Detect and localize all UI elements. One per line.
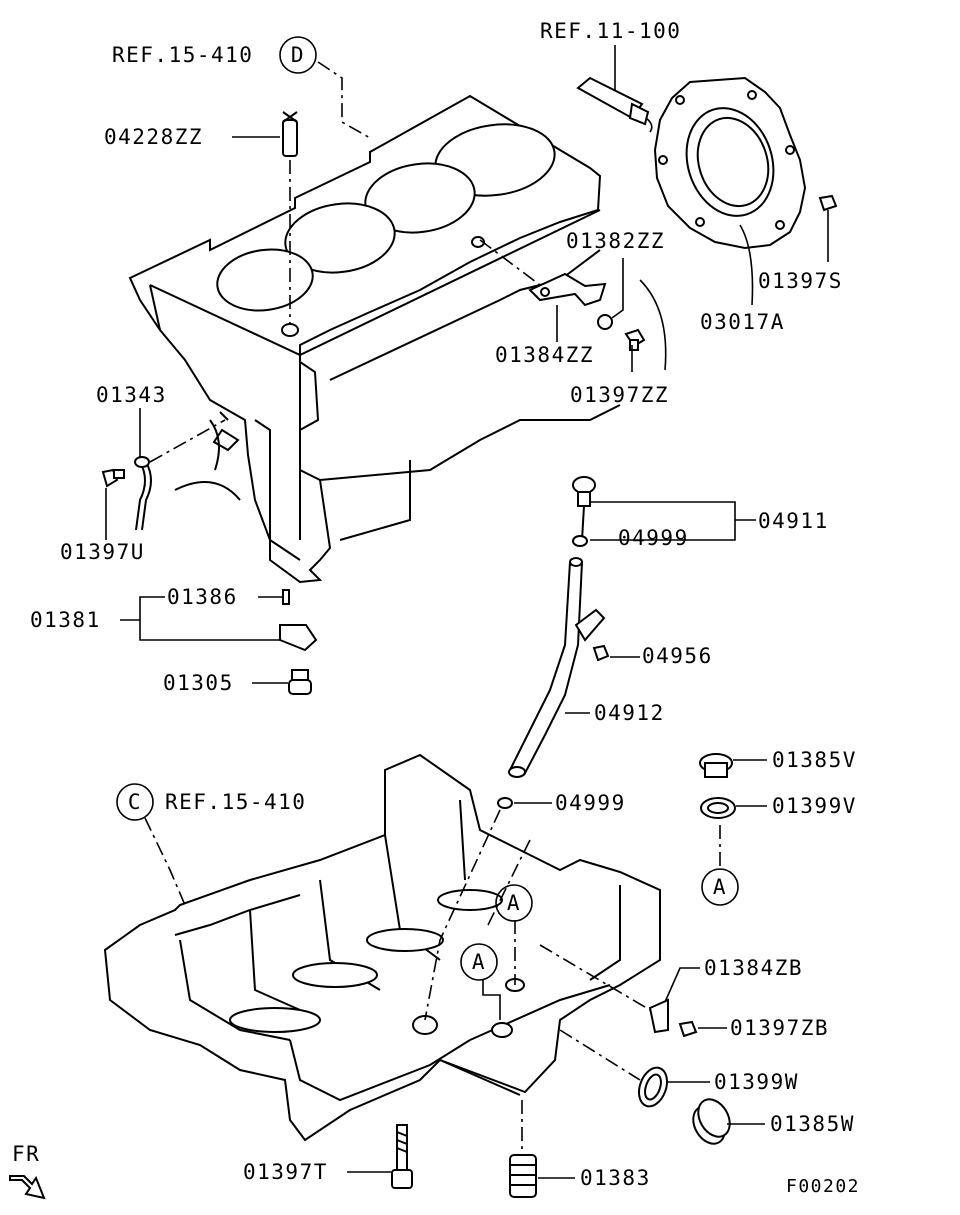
- part-01399v-gasket: [700, 797, 736, 819]
- marker-a-right-label: A: [713, 875, 727, 899]
- label-04228zz: 04228ZZ: [104, 125, 203, 149]
- part-01343-pipe: [134, 411, 240, 531]
- label-04999-bottom: 04999: [555, 791, 626, 815]
- front-direction-indicator: FR: [9, 1142, 46, 1200]
- label-01397s: 01397S: [758, 269, 843, 293]
- front-direction-label: FR: [12, 1142, 40, 1166]
- marker-a-right: A: [701, 868, 739, 906]
- part-01397s-bolt: [818, 194, 838, 212]
- label-01397zb: 01397ZB: [730, 1016, 829, 1040]
- marker-a-lower: A: [460, 943, 498, 981]
- marker-a-lower-label: A: [472, 950, 486, 974]
- part-01385w-plug: [692, 1098, 731, 1145]
- label-01399w: 01399W: [714, 1070, 799, 1094]
- ref-c-label: REF.15-410: [165, 790, 306, 814]
- label-01397u: 01397U: [60, 540, 145, 564]
- part-01386-pin: [282, 589, 290, 605]
- diagram-code: F00202: [786, 1176, 860, 1197]
- marker-a-upper: A: [495, 884, 533, 922]
- label-04912: 04912: [594, 701, 665, 725]
- label-01381: 01381: [30, 608, 101, 632]
- label-01384zb: 01384ZB: [704, 956, 803, 980]
- label-01305: 01305: [163, 671, 234, 695]
- part-01397t-bolt: [391, 1124, 413, 1189]
- part-01397zz-bolt: [624, 328, 646, 351]
- sealant-tube: [576, 76, 653, 133]
- marker-d: D: [279, 36, 317, 74]
- marker-c: C: [116, 783, 154, 821]
- front-arrow-icon: [9, 1175, 46, 1200]
- oil-pan: [103, 753, 661, 1142]
- ref-d-label: REF.15-410: [112, 43, 253, 67]
- label-04911: 04911: [758, 509, 829, 533]
- oil-level-gauge-guide: [508, 557, 606, 778]
- label-01384zz: 01384ZZ: [495, 343, 594, 367]
- part-01384zb-bracket: [648, 998, 669, 1034]
- part-01399w-gasket: [637, 1066, 669, 1108]
- part-01397zb-bolt: [678, 1020, 698, 1038]
- rear-oil-seal-case: [653, 76, 807, 250]
- assembly-lines: [144, 61, 721, 1155]
- marker-d-label: D: [291, 43, 305, 67]
- part-01383-filter: [509, 1154, 537, 1198]
- part-01305-bolt: [288, 669, 312, 695]
- part-01385v-plug: [699, 753, 733, 778]
- part-04228zz-pin: [282, 111, 298, 157]
- ref-top-label: REF.11-100: [540, 19, 681, 43]
- part-01381-jet: [279, 624, 318, 652]
- cylinder-block: [128, 94, 621, 584]
- label-01397zz: 01397ZZ: [570, 383, 669, 407]
- label-01386: 01386: [167, 585, 238, 609]
- label-04999-top: 04999: [618, 526, 689, 550]
- label-01397t: 01397T: [243, 1160, 328, 1184]
- label-01343: 01343: [96, 383, 167, 407]
- marker-c-label: C: [128, 790, 142, 814]
- label-03017a: 03017A: [700, 310, 785, 334]
- leader-lines: [105, 45, 829, 1179]
- part-labels: REF.15-410 REF.11-100 REF.15-410 04228ZZ…: [30, 19, 860, 1197]
- oil-level-gauge: [572, 476, 596, 547]
- label-01385v: 01385V: [772, 748, 857, 772]
- marker-a-upper-label: A: [507, 891, 521, 915]
- label-01399v: 01399V: [772, 794, 857, 818]
- part-01382zz-washer: [597, 314, 613, 330]
- label-04956: 04956: [642, 644, 713, 668]
- label-01382zz: 01382ZZ: [566, 229, 665, 253]
- part-04956-bolt: [592, 644, 610, 662]
- label-01383: 01383: [580, 1166, 651, 1190]
- part-01397u-bolt: [101, 468, 125, 488]
- label-01385w: 01385W: [770, 1112, 855, 1136]
- part-01384zz-bracket: [528, 272, 607, 307]
- part-04999-oring: [497, 797, 513, 809]
